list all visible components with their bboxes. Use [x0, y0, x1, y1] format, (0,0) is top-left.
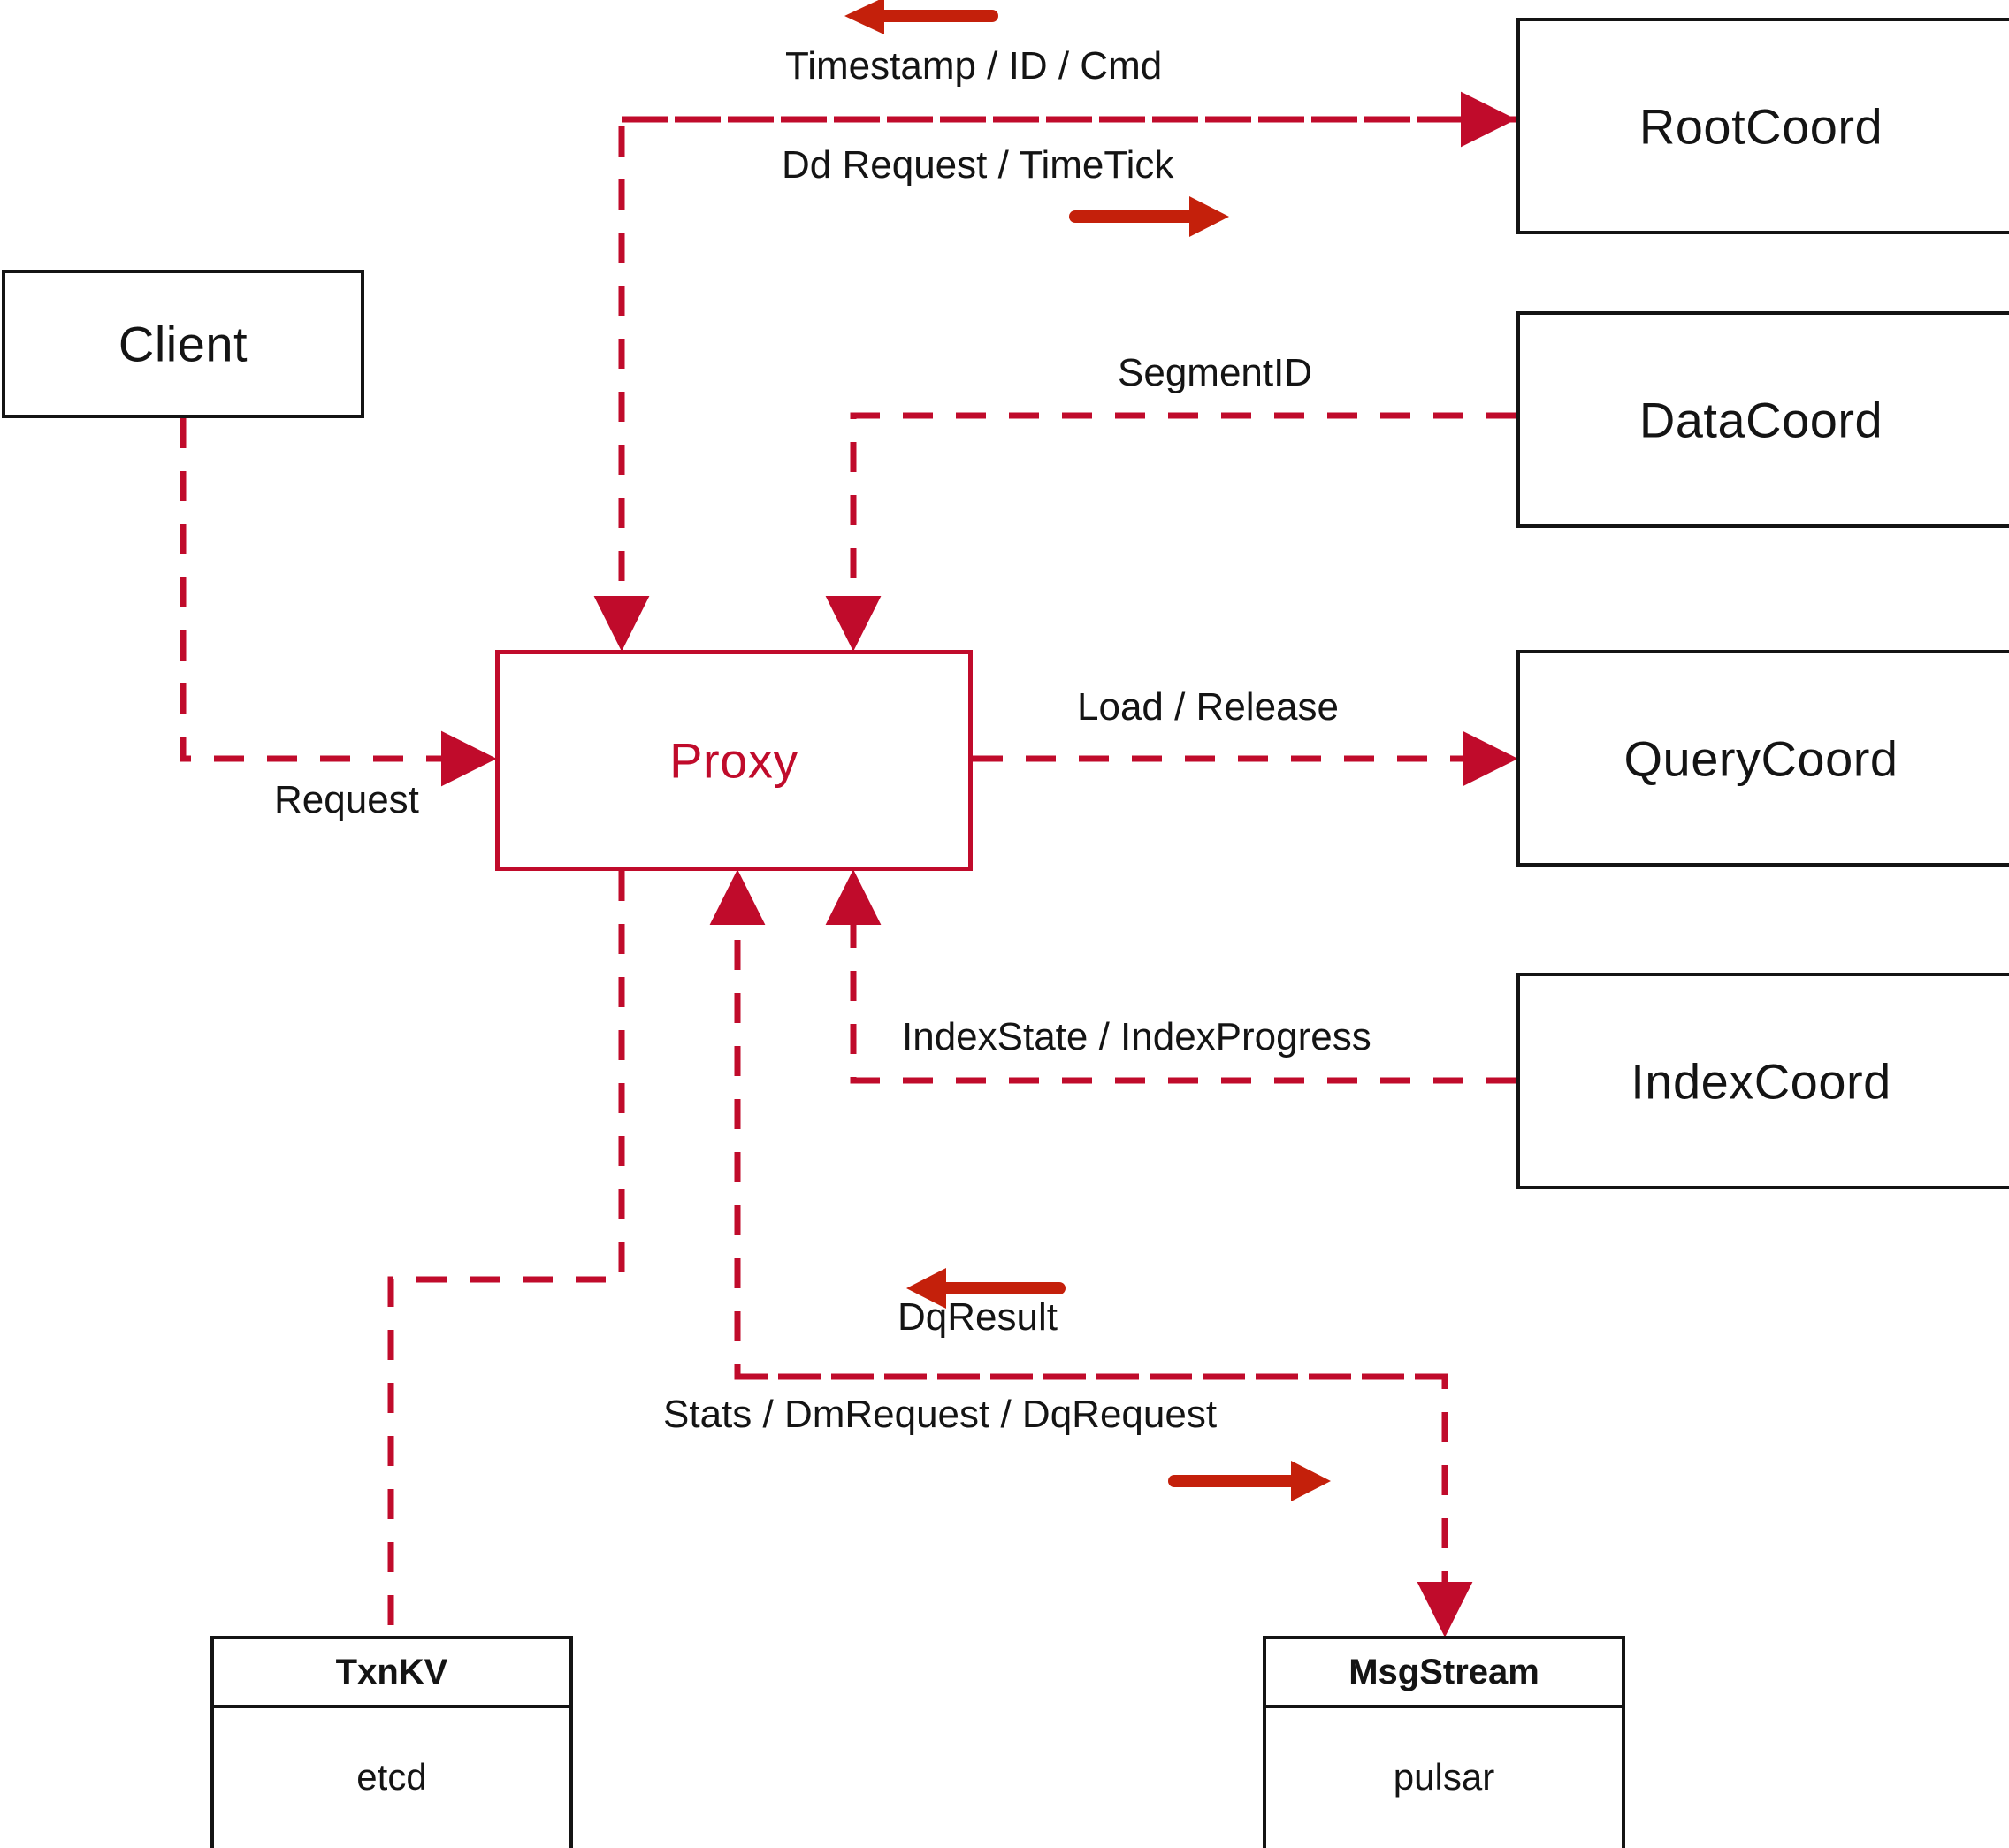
edge-proxy-to-msgstream — [737, 1373, 1473, 1638]
edge-label-indexstate-indexprogress: IndexState / IndexProgress — [902, 1015, 1371, 1058]
edge-label-dd-request-timetick: Dd Request / TimeTick — [782, 143, 1174, 187]
node-msgstream-body-label: pulsar — [1393, 1755, 1495, 1798]
node-indexcoord-label: IndexCoord — [1631, 1053, 1891, 1109]
node-datacoord-label: DataCoord — [1639, 392, 1883, 447]
edge-msgstream-to-proxy — [709, 869, 1445, 1380]
edge-rootcoord-to-proxy — [593, 116, 1516, 652]
edge-proxy-to-txnkv — [387, 871, 625, 1636]
direction-arrow-right-stats — [1168, 1461, 1331, 1501]
edge-datacoord-to-proxy — [825, 412, 1516, 652]
node-client-label: Client — [118, 316, 248, 372]
node-msgstream[interactable]: MsgStream pulsar — [1263, 1636, 1625, 1848]
edge-label-segmentid: SegmentID — [1118, 351, 1313, 394]
node-proxy-label: Proxy — [669, 732, 798, 789]
direction-arrow-right-ddrequest — [1069, 196, 1229, 237]
node-msgstream-header-label: MsgStream — [1348, 1652, 1539, 1691]
node-datacoord[interactable]: DataCoord — [1516, 311, 2009, 528]
edge-label-stats-dmrequest-dqrequest: Stats / DmRequest / DqRequest — [663, 1393, 1218, 1436]
node-querycoord-label: QueryCoord — [1623, 730, 1898, 786]
edge-label-dqresult: DqResult — [898, 1295, 1058, 1339]
node-indexcoord[interactable]: IndexCoord — [1516, 973, 2009, 1189]
edge-label-request: Request — [274, 778, 419, 821]
node-msgstream-body: pulsar — [1266, 1705, 1622, 1848]
node-client[interactable]: Client — [2, 270, 364, 418]
edge-label-timestamp-id-cmd: Timestamp / ID / Cmd — [785, 44, 1163, 88]
edge-client-to-proxy — [180, 418, 497, 787]
edge-label-load-release: Load / Release — [1077, 685, 1339, 729]
direction-arrow-left-dqresult — [906, 1268, 1066, 1309]
node-txnkv[interactable]: TxnKV etcd — [210, 1636, 573, 1848]
node-txnkv-body-label: etcd — [356, 1755, 427, 1798]
node-txnkv-header-label: TxnKV — [335, 1652, 448, 1691]
node-msgstream-header: MsgStream — [1266, 1639, 1622, 1708]
node-txnkv-header: TxnKV — [214, 1639, 569, 1708]
node-querycoord[interactable]: QueryCoord — [1516, 650, 2009, 867]
edge-indexcoord-to-proxy — [825, 869, 1516, 1084]
node-rootcoord[interactable]: RootCoord — [1516, 18, 2009, 234]
node-proxy[interactable]: Proxy — [495, 650, 973, 871]
node-txnkv-body: etcd — [214, 1705, 569, 1848]
direction-arrow-left-timestamp — [844, 0, 998, 34]
node-rootcoord-label: RootCoord — [1639, 98, 1883, 154]
